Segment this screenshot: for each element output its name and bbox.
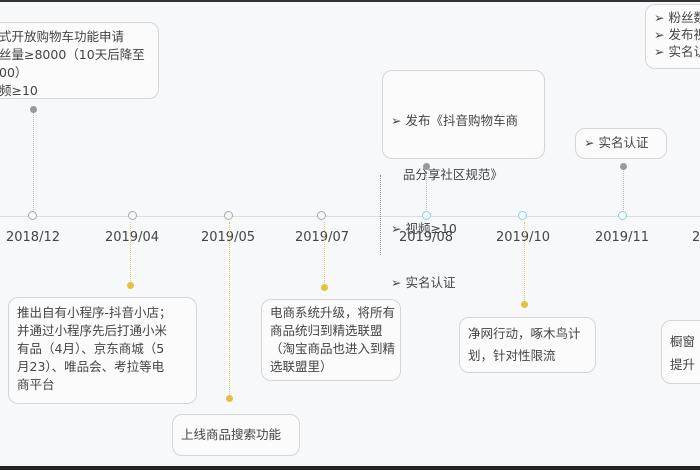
- event-box-2018-12: 式开放购物车功能申请 丝量≥8000（10天后降至 00） 频≥10: [0, 22, 159, 99]
- event-box-next: ➢ 粉丝数 ➢ 发布视 ➢ 实名认: [645, 4, 700, 69]
- timeline-node: [618, 211, 627, 220]
- connector: [324, 222, 325, 287]
- event-text: ➢ 发布《抖音购物车商: [391, 113, 518, 128]
- event-text: ➢ 视频≥10: [391, 221, 457, 236]
- event-text: 商品统归到精选联盟: [270, 323, 383, 338]
- event-box-2019-05: 上线商品搜索功能: [172, 414, 300, 456]
- top-border: [0, 0, 700, 2]
- date-label: 2: [692, 230, 700, 245]
- event-text: 推出自有小程序-抖音小店；: [17, 305, 172, 320]
- event-text: 并通过小程序先后打通小米: [17, 323, 168, 338]
- event-text: 上线商品搜索功能: [181, 427, 282, 442]
- event-text: ➢ 实名认证: [584, 135, 649, 150]
- connector-dot: [423, 163, 430, 170]
- event-text: 月23）、唯品会、考拉等电: [17, 359, 165, 374]
- date-label: 2019/08: [398, 230, 453, 245]
- event-text: 有品（4月）、京东商城（5: [17, 341, 165, 356]
- connector-dot: [521, 301, 528, 308]
- event-box-next-bottom: 橱窗 提升: [661, 320, 700, 384]
- timeline-node: [224, 211, 233, 220]
- event-box-2019-04: 推出自有小程序-抖音小店； 并通过小程序先后打通小米 有品（4月）、京东商城（5…: [8, 297, 197, 404]
- event-text: （淘宝商品也进入到精: [270, 341, 396, 356]
- connector-dot: [30, 106, 37, 113]
- event-text: ➢ 实名认: [654, 44, 700, 59]
- connector: [229, 222, 230, 398]
- date-label: 2019/07: [294, 230, 349, 245]
- connector-dot: [321, 284, 328, 291]
- connector-dot: [127, 282, 134, 289]
- event-box-2019-07: 电商系统升级，将所有 商品统归到精选联盟 （淘宝商品也进入到精 选联盟里）: [261, 299, 401, 381]
- event-text: 电商系统升级，将所有: [270, 305, 396, 320]
- event-text: 频≥10: [0, 83, 38, 98]
- connector: [426, 167, 427, 212]
- event-text: 提升: [670, 357, 696, 372]
- event-box-2019-08: ➢ 发布《抖音购物车商 品分享社区规范》 ➢ 视频≥10 ➢ 实名认证: [382, 70, 545, 290]
- connector: [524, 222, 525, 304]
- timeline-axis: [0, 216, 700, 217]
- connector-dot: [620, 163, 627, 170]
- date-label: 2018/12: [5, 230, 60, 245]
- connector-dot: [226, 395, 233, 402]
- timeline-node: [28, 211, 37, 220]
- timeline-node: [128, 211, 137, 220]
- date-label: 2019/11: [594, 230, 649, 245]
- timeline-node: [518, 211, 527, 220]
- date-label: 2019/04: [104, 230, 159, 245]
- event-box-2019-11: ➢ 实名认证: [575, 128, 667, 159]
- event-text: 品分享社区规范》: [391, 167, 503, 182]
- event-text: 橱窗: [670, 334, 696, 349]
- phase-separator: [380, 175, 381, 255]
- event-text: ➢ 粉丝数: [654, 10, 700, 25]
- connector: [623, 167, 624, 212]
- event-text: 选联盟里）: [270, 359, 333, 374]
- connector: [130, 222, 131, 285]
- event-text: 商平台: [17, 377, 55, 392]
- timeline-node: [317, 211, 326, 220]
- bottom-border: [0, 466, 700, 470]
- date-label: 2019/05: [200, 230, 255, 245]
- event-text: 00）: [0, 65, 28, 80]
- event-text: 式开放购物车功能申请: [0, 29, 125, 44]
- connector: [33, 110, 34, 212]
- event-text: 划，针对性限流: [468, 348, 556, 363]
- event-text: 净网行动，啄木鸟计: [468, 326, 581, 341]
- event-text: ➢ 发布视: [654, 27, 700, 42]
- event-box-2019-10: 净网行动，啄木鸟计 划，针对性限流: [459, 317, 596, 373]
- event-text: 丝量≥8000（10天后降至: [0, 47, 145, 62]
- event-text: ➢ 实名认证: [391, 275, 456, 290]
- date-label: 2019/10: [495, 230, 550, 245]
